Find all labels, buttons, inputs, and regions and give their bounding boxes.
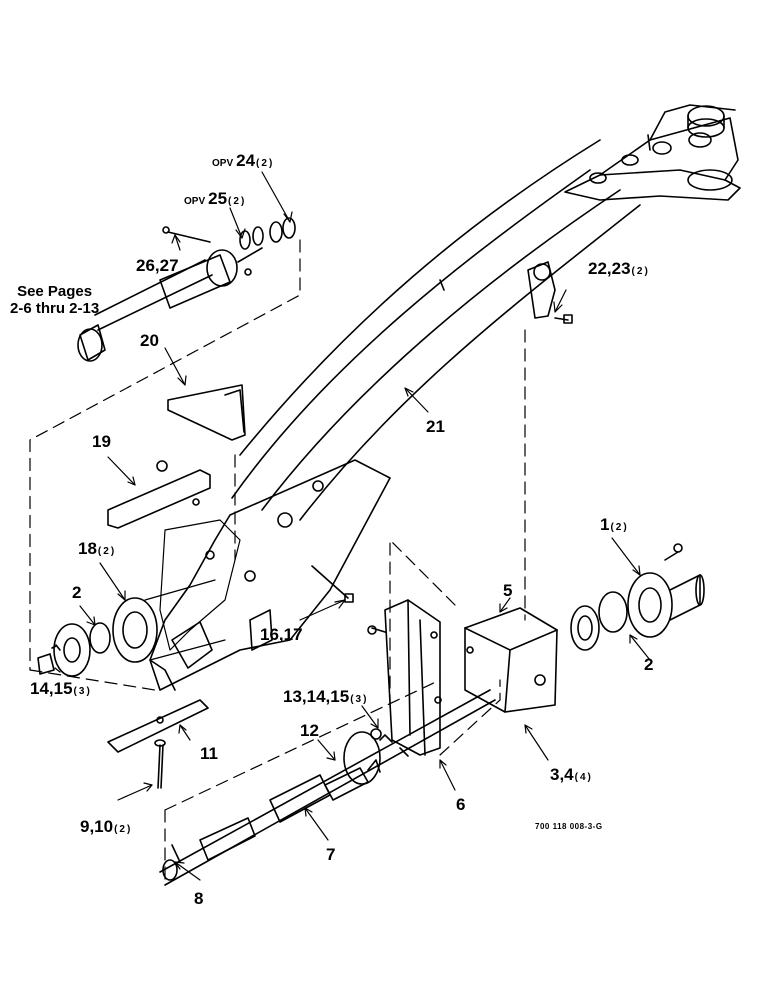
callout-1: 1(2) [600,515,629,534]
bar-19 [107,460,211,529]
see-pages-line2: 2-6 thru 2-13 [10,300,100,317]
callout-16-17: 16,17 [260,625,303,644]
callout-22-23: 22,23(2) [588,259,650,278]
shield [167,384,246,441]
callout-18: 18(2) [78,539,117,558]
callout-14-15: 14,15(3) [30,679,92,698]
callout-5: 5 [503,581,513,600]
callout-26-27: 26,27 [136,256,179,275]
pto-driveline [77,217,296,362]
bolt-9-10 [154,739,166,789]
dashed-assembly-lines [29,239,526,881]
callout-6: 6 [456,795,466,814]
leader-arrows [54,171,651,881]
bar-11 [107,699,209,753]
callout-8: 8 [194,889,204,908]
callout-21: 21 [426,417,445,436]
callout-11: 11 [200,744,218,763]
callout-9-10: 9,10(2) [80,817,133,836]
callout-2-left: 2 [72,583,82,602]
bolt-22-23 [554,314,573,324]
driveline-shaft [159,689,496,886]
bracket-6 [367,599,442,756]
see-pages-note: See Pages 2-6 thru 2-13 [10,283,99,317]
callout-20: 20 [140,331,159,350]
tongue-beam [149,104,741,691]
callout-7: 7 [326,845,336,864]
callout-2-right: 2 [644,655,654,674]
right-bearing-assembly [570,543,705,651]
callout-13-14-15: 13,14,15(3) [283,687,369,706]
link-bracket [527,261,556,319]
see-pages-line1: See Pages [17,283,93,300]
drawing-number: 700 118 008-3-G [535,822,603,831]
bolt-16-17 [311,565,354,603]
bracket-5 [464,607,558,713]
callout-12: 12 [300,721,319,740]
callout-19: 19 [92,432,111,451]
callout-3-4: 3,4(4) [550,765,593,784]
left-bearing-assembly [37,579,226,677]
